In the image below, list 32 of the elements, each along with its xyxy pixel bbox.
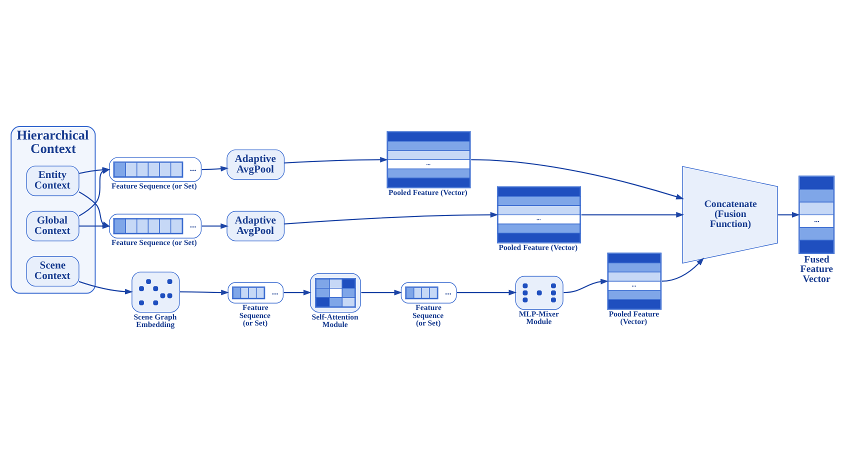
arrow — [581, 212, 684, 218]
node-box: Adaptive AvgPool — [226, 210, 285, 242]
node-box: Entity Context — [26, 166, 80, 196]
node-label: Fused Feature Vector — [800, 254, 834, 286]
arrow — [457, 290, 517, 296]
node-label: Pooled Feature (Vector) — [388, 188, 468, 197]
arrow — [284, 290, 312, 296]
node-box: Adaptive AvgPool — [226, 149, 285, 180]
arrow — [564, 278, 609, 294]
arrow — [662, 258, 704, 282]
arrow — [471, 159, 684, 200]
node-box: Scene Context — [26, 256, 80, 287]
arrow — [361, 290, 402, 296]
node-box: Global Context — [26, 210, 80, 242]
arrow — [79, 223, 110, 229]
arrow — [284, 212, 498, 224]
node-label: Pooled Feature (Vector) — [608, 309, 660, 326]
arrow — [202, 223, 229, 229]
arrow — [284, 156, 388, 164]
arrow — [180, 290, 230, 296]
arrow — [78, 281, 133, 294]
node-label: Feature Sequence (or Set) — [412, 303, 444, 328]
node-label: Feature Sequence (or Set) — [239, 303, 270, 328]
arrow — [778, 212, 800, 218]
node-label: Scene Graph Embedding — [134, 312, 177, 330]
node-label: Pooled Feature (Vector) — [498, 243, 578, 252]
node-label: Feature Sequence (or Set) — [111, 238, 197, 248]
node-label: Self-Attention Module — [312, 312, 358, 330]
node-box: Concatenate (Fusion Function) — [682, 166, 778, 264]
node-label: MLP-Mixer Module — [518, 309, 559, 326]
arrow — [202, 166, 229, 172]
node-label: Feature Sequence (or Set) — [111, 182, 197, 191]
